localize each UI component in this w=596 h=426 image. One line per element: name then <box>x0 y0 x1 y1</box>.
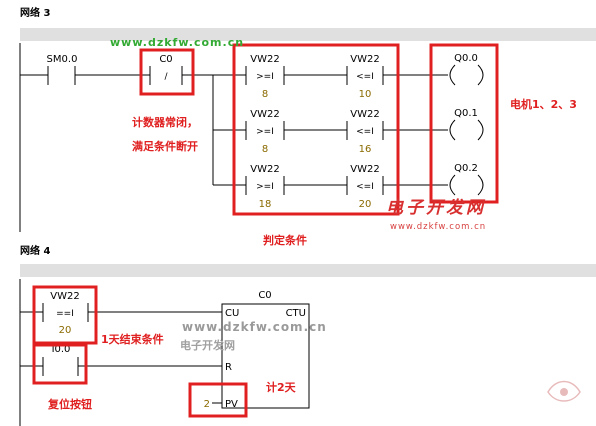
counter-r-label: R <box>225 362 232 373</box>
counter-pv-label: PV <box>225 399 238 410</box>
watermark-url-mid: www.dzkfw.com.cn <box>182 320 327 334</box>
eq-value: 20 <box>59 325 72 336</box>
le-operand: VW22 <box>350 109 379 120</box>
counter-type: CTU <box>286 308 306 319</box>
counter-pv-value: 2 <box>204 399 210 410</box>
ge-compare-contact[interactable]: VW22 >=I 8 <box>245 54 285 100</box>
highlight-conditions-box <box>232 43 400 216</box>
output-coil[interactable]: Q0.0 <box>449 53 484 86</box>
le-value: 20 <box>359 199 372 210</box>
le-compare-contact[interactable]: VW22 <=I 10 <box>346 54 384 100</box>
ge-symbol: >=I <box>256 127 274 137</box>
watermark-url-red: www.dzkfw.com.cn <box>390 222 486 232</box>
highlight-eq-box <box>32 285 98 345</box>
eq-compare-contact[interactable]: VW22 ==I 20 <box>42 291 89 336</box>
i00-contact[interactable]: I0.0 <box>42 344 79 376</box>
le-symbol: <=I <box>356 72 374 82</box>
c0-nc-contact[interactable]: / C0 <box>149 54 183 85</box>
le-value: 10 <box>359 89 372 100</box>
annotation-counter-nc-1: 计数器常闭， <box>132 115 198 129</box>
sm00-operand: SM0.0 <box>47 54 78 65</box>
le-symbol: <=I <box>356 127 374 137</box>
compare-rows: VW22>=I8VW22<=I10Q0.0VW22>=I8VW22<=I16Q0… <box>245 53 484 210</box>
ge-compare-contact[interactable]: VW22 >=I 18 <box>245 164 285 210</box>
ge-value: 8 <box>262 144 268 155</box>
network4-comment-bar[interactable] <box>20 264 596 277</box>
c0-nc-symbol: / <box>164 72 168 82</box>
sm00-contact[interactable]: SM0.0 <box>47 54 78 85</box>
annotation-reset-button: 复位按钮 <box>47 397 92 411</box>
network4-title: 网络 4 <box>20 244 50 257</box>
coil-operand: Q0.1 <box>454 108 478 119</box>
ge-symbol: >=I <box>256 182 274 192</box>
network3-title: 网络 3 <box>20 6 50 19</box>
ge-operand: VW22 <box>250 54 279 65</box>
watermark-url-top: www.dzkfw.com.cn <box>110 36 244 49</box>
eq-symbol: ==I <box>56 309 74 319</box>
le-compare-contact[interactable]: VW22 <=I 20 <box>346 164 384 210</box>
compare-row-2: VW22 >=I 8 VW22 <=I 16 Q0.1 <box>245 108 484 155</box>
le-operand: VW22 <box>350 164 379 175</box>
ge-operand: VW22 <box>250 164 279 175</box>
le-operand: VW22 <box>350 54 379 65</box>
highlight-pv-box <box>188 382 248 418</box>
counter-cu-label: CU <box>225 308 239 319</box>
c0-operand: C0 <box>159 54 172 65</box>
ge-compare-contact[interactable]: VW22 >=I 8 <box>245 109 285 155</box>
eq-operand: VW22 <box>50 291 79 302</box>
le-symbol: <=I <box>356 182 374 192</box>
le-value: 16 <box>359 144 372 155</box>
watermark-site-mid: 电子开发网 <box>180 338 235 352</box>
output-coil[interactable]: Q0.1 <box>449 108 484 141</box>
ctu-counter-block[interactable]: C0 CU CTU R PV <box>221 290 310 410</box>
highlight-c0-box <box>139 48 195 96</box>
annotation-motors: 电机1、2、3 <box>510 97 577 111</box>
coil-operand: Q0.2 <box>454 163 478 174</box>
annotation-count-days: 计2天 <box>266 380 297 394</box>
le-compare-contact[interactable]: VW22 <=I 16 <box>346 109 384 155</box>
annotation-judge: 判定条件 <box>263 233 307 247</box>
i00-operand: I0.0 <box>52 344 71 355</box>
watermark-site-red: 电子开发网 <box>386 198 486 218</box>
coil-operand: Q0.0 <box>454 53 478 64</box>
watermark-logo <box>547 380 581 402</box>
counter-name: C0 <box>258 290 271 301</box>
network3-comment-bar[interactable] <box>20 28 596 41</box>
ge-symbol: >=I <box>256 72 274 82</box>
compare-row-1: VW22 >=I 8 VW22 <=I 10 Q0.0 <box>245 53 484 100</box>
ge-operand: VW22 <box>250 109 279 120</box>
annotation-counter-nc-2: 满足条件断开 <box>132 139 198 153</box>
highlight-outputs-box <box>429 43 499 204</box>
ge-value: 8 <box>262 89 268 100</box>
output-coil[interactable]: Q0.2 <box>449 163 484 196</box>
ge-value: 18 <box>259 199 272 210</box>
compare-row-3: VW22 >=I 18 VW22 <=I 20 Q0.2 <box>245 163 484 210</box>
highlight-reset-box <box>32 343 88 385</box>
annotation-day-end: 1天结束条件 <box>101 332 164 346</box>
